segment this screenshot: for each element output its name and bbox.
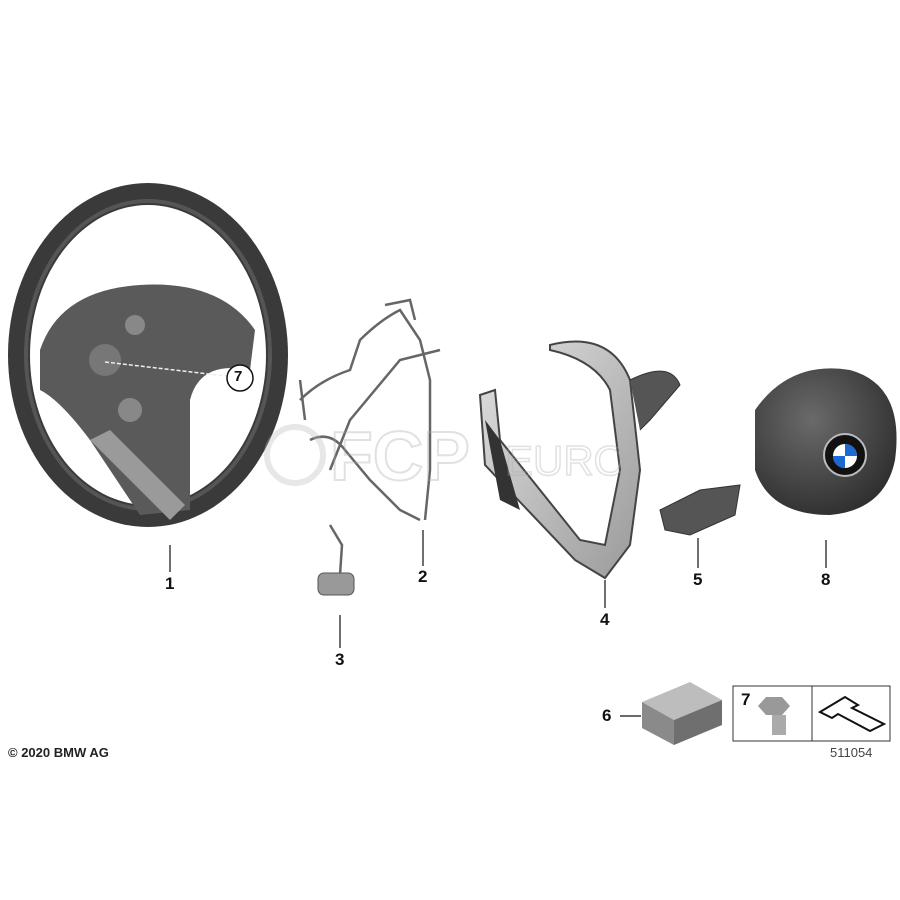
- connector-part-3: [317, 524, 355, 596]
- diagram-number: 511054: [830, 745, 873, 760]
- callout-5: 5: [693, 570, 703, 589]
- callout-7-box: 7: [741, 690, 751, 709]
- trim-cover-part-4: [478, 340, 681, 580]
- callout-1: 1: [165, 574, 175, 593]
- bolt-legend-box: [732, 685, 891, 742]
- part-6-block: [642, 682, 722, 745]
- callout-2: 2: [418, 567, 428, 586]
- switch-part-5: [659, 484, 741, 536]
- callout-circle-7: [226, 364, 254, 392]
- callout-6: 6: [602, 706, 612, 725]
- callout-8: 8: [821, 570, 831, 589]
- callout-7-circle-label: 7: [234, 368, 243, 385]
- svg-text:FCP: FCP: [330, 417, 470, 495]
- arrow-icon: [817, 695, 887, 733]
- copyright: © 2020 BMW AG: [8, 745, 109, 760]
- wiring-harness-part-2: [298, 298, 441, 522]
- airbag-part-8: [755, 368, 897, 515]
- callout-4: 4: [600, 610, 610, 629]
- fcp-euro-watermark: FCP EURO: [264, 416, 627, 496]
- callout-3: 3: [335, 650, 345, 669]
- svg-text:EURO: EURO: [505, 437, 626, 484]
- bmw-emblem: [823, 433, 867, 477]
- steering-wheel-part-1: [8, 183, 288, 527]
- bolt-head-icon: [758, 697, 790, 715]
